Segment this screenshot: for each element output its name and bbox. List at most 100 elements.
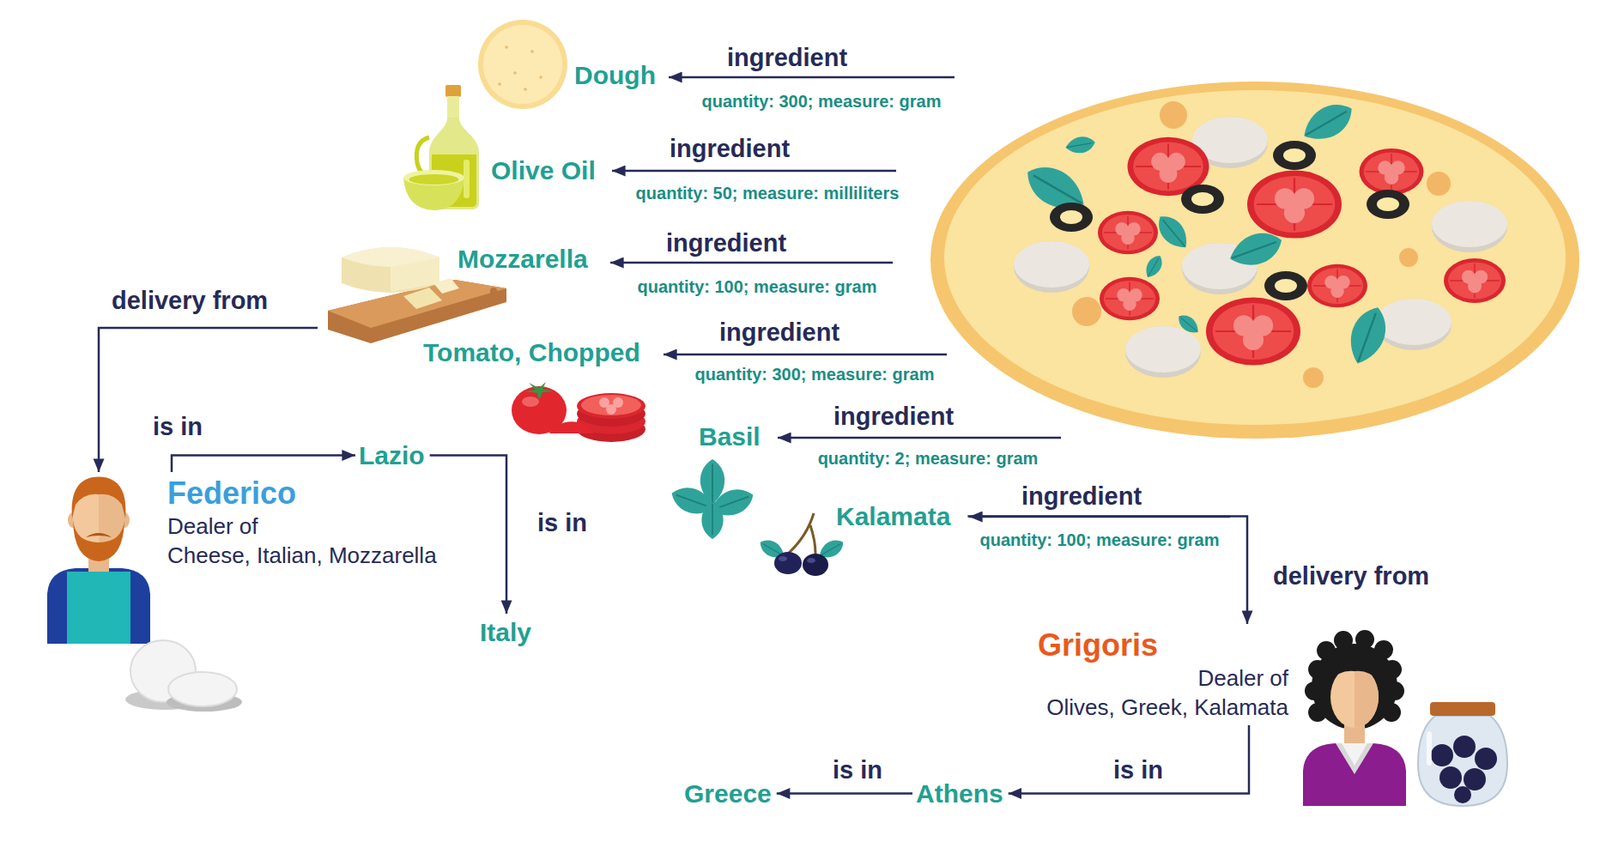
relation-label: ingredient [663,229,789,258]
tomato-icon [521,396,540,407]
node-name: Tomato, Chopped [423,337,641,368]
person-figure [1335,743,1374,775]
node-box: FedericoDealer of Cheese, Italian, Mozza… [41,472,451,574]
amount-arrow [663,353,947,357]
amount-arrow [777,436,1061,440]
person-figure [1330,666,1379,728]
person-figure [66,571,131,644]
amount-note: quantity: 2; measure: gram [815,448,1042,469]
person-figure [1328,654,1381,683]
pizza-illustration [1431,200,1508,253]
olive-jar [1453,735,1476,758]
connector [430,455,507,615]
node-box: GrigorisDealer of Olives, Greek, Kalamat… [1030,624,1292,726]
node-box: Mozzarella [317,240,594,344]
relation-label: is in [1110,756,1166,785]
connector [967,516,1248,625]
relation-label: is in [534,509,590,538]
cheese-board-icon [390,257,440,292]
node-name: Kalamata [836,501,951,532]
dough-icon [504,45,509,49]
person-figure [85,533,112,538]
basil-icon [701,499,723,540]
mozzarella-balls [125,640,243,712]
person-figure [1381,703,1401,722]
wrap-spacer [265,511,446,541]
tomato-icon [511,381,646,443]
relation-label: ingredient [724,43,850,73]
pizza-illustration [1224,225,1287,273]
pizza-illustration [1013,241,1090,293]
dough-icon [497,82,502,86]
label-anchor: ingredient [666,134,793,164]
relation-label: ingredient [716,318,843,347]
cheese-board-icon [433,278,460,294]
person-figure [1355,630,1375,649]
tomato-icon [599,397,624,415]
amount-note: quantity: 300; measure: gram [692,364,938,385]
pizza-illustration [1049,202,1093,232]
label-anchor: quantity: 100; measure: gram [977,530,1223,551]
pizza-illustration [1375,298,1452,351]
label-anchor: quantity: 300; measure: gram [699,91,945,112]
wrap-spacer [1037,663,1191,693]
basil-icon [667,459,758,540]
pizza-illustration [1141,252,1166,281]
dough-icon [497,45,543,91]
pizza-illustration [1359,148,1425,195]
person-figure [72,477,127,520]
tomato-icon [581,394,642,416]
label-anchor: delivery from [1270,562,1432,591]
relation-label: delivery from [109,286,271,316]
olive-jar [1474,747,1497,770]
label-anchor: ingredient [724,43,850,73]
relation-label: is in [150,412,206,442]
label-anchor: ingredient [663,229,789,258]
dough-icon [483,24,563,104]
relation-label: ingredient [666,134,793,164]
olive-jar [1439,766,1462,789]
olive-icon [756,535,788,563]
label-anchor: ingredient [1018,482,1145,511]
node-name: Basil [698,421,761,452]
relation-label: delivery from [1270,562,1432,591]
person-figure [1382,660,1402,679]
node-box: Greece [680,775,777,813]
mozzarella-balls [168,672,237,707]
node-name: Mozzarella [457,243,588,274]
pizza-illustration [1072,101,1451,388]
person-figure [1385,681,1405,701]
amount-note: quantity: 100; measure: gram [977,530,1223,551]
node-box: Tomato, Chopped [419,333,646,371]
person-figure [1304,681,1324,701]
pizza-illustration [1151,210,1194,255]
person-figure [1341,743,1368,766]
tomato-icon [576,393,646,419]
node-box: Dough [570,56,661,94]
olive-jar [1430,735,1497,804]
tomato-icon [525,381,553,400]
pizza-illustration [1072,296,1102,327]
dough-icon [513,71,517,75]
pizza-illustration [1097,211,1158,255]
pizza-illustration [1159,101,1188,129]
cheese-board-icon [341,247,440,293]
node-box: Basil [695,418,766,455]
olive-jar [1463,768,1486,791]
node-box: Lazio [355,436,431,474]
person-figure [1333,630,1353,650]
label-anchor: ingredient [830,402,957,431]
pizza-illustration [1443,258,1506,304]
olive-jar [1430,744,1454,767]
pizza-illustration [1399,248,1419,267]
person-figure [47,568,151,644]
amount-arrow [612,169,897,173]
olive-icon [778,556,788,562]
olive-jar [1418,715,1508,807]
pizza-illustration [1064,134,1097,157]
label-anchor: quantity: 2; measure: gram [815,448,1042,469]
oil-bottle-icon [447,96,460,119]
